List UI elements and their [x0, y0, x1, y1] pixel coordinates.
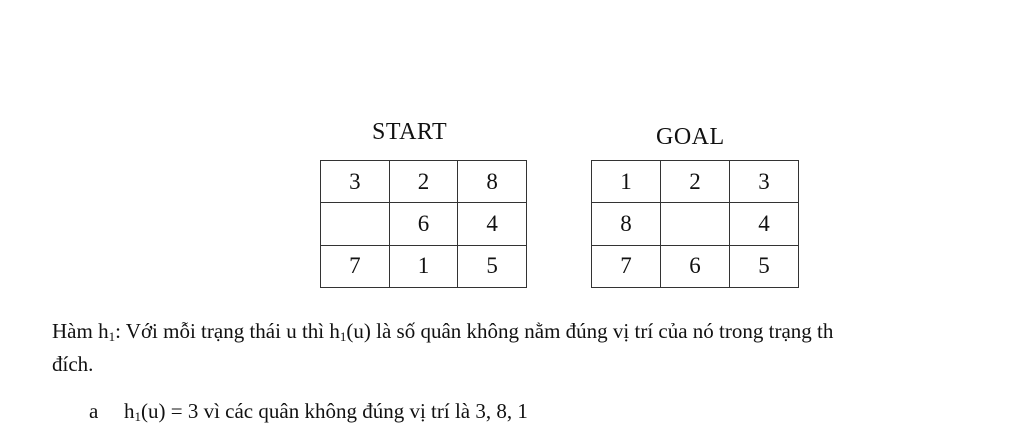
board-cell: 7 [591, 244, 661, 289]
board-row: 3 2 8 [320, 159, 527, 204]
goal-title: GOAL [656, 124, 725, 150]
board-row: 7 1 5 [320, 244, 527, 289]
board-cell: 8 [457, 159, 527, 204]
board-cell: 3 [729, 159, 799, 204]
board-cell: 1 [388, 244, 459, 289]
board-cell: 6 [660, 244, 730, 289]
start-title: START [372, 119, 448, 145]
board-cell: 5 [457, 244, 527, 289]
board-cell: 3 [320, 159, 390, 204]
board-cell: 2 [660, 159, 730, 204]
heuristic-definition-continued: đích. [52, 352, 94, 376]
item-text: (u) = 3 vì các quân không đúng vị trí là… [141, 399, 528, 423]
board-row: 8 4 [591, 202, 799, 246]
board-cell: 7 [320, 244, 390, 289]
heuristic-definition: Hàm h1: Với mỗi trạng thái u thì h1(u) l… [52, 318, 833, 344]
board-row: 7 6 5 [591, 244, 799, 289]
board-cell: 1 [591, 159, 661, 204]
subscript: 1 [339, 329, 347, 344]
item-h: h [124, 399, 135, 423]
goal-board: 1 2 3 8 4 7 6 5 [591, 159, 799, 289]
definition-middle: : Với mỗi trạng thái u thì h [115, 319, 340, 343]
board-row: 6 4 [320, 202, 527, 246]
board-row: 1 2 3 [591, 159, 799, 204]
subscript: 1 [108, 329, 116, 344]
definition-rest: (u) là số quân không nằm đúng vị trí của… [346, 319, 834, 343]
definition-lead: Hàm h [52, 319, 109, 343]
board-cell: 6 [388, 202, 459, 246]
board-cell: 4 [729, 202, 799, 246]
list-marker: a [89, 399, 99, 423]
board-cell: 8 [591, 202, 661, 246]
board-cell [660, 202, 730, 246]
start-board: 3 2 8 6 4 7 1 5 [320, 159, 527, 289]
board-cell: 5 [729, 244, 799, 289]
board-cell: 2 [388, 159, 459, 204]
board-cell [320, 202, 390, 246]
subscript: 1 [134, 409, 142, 424]
board-cell: 4 [457, 202, 527, 246]
list-item-a: a h1(u) = 3 vì các quân không đúng vị trí… [89, 398, 528, 424]
